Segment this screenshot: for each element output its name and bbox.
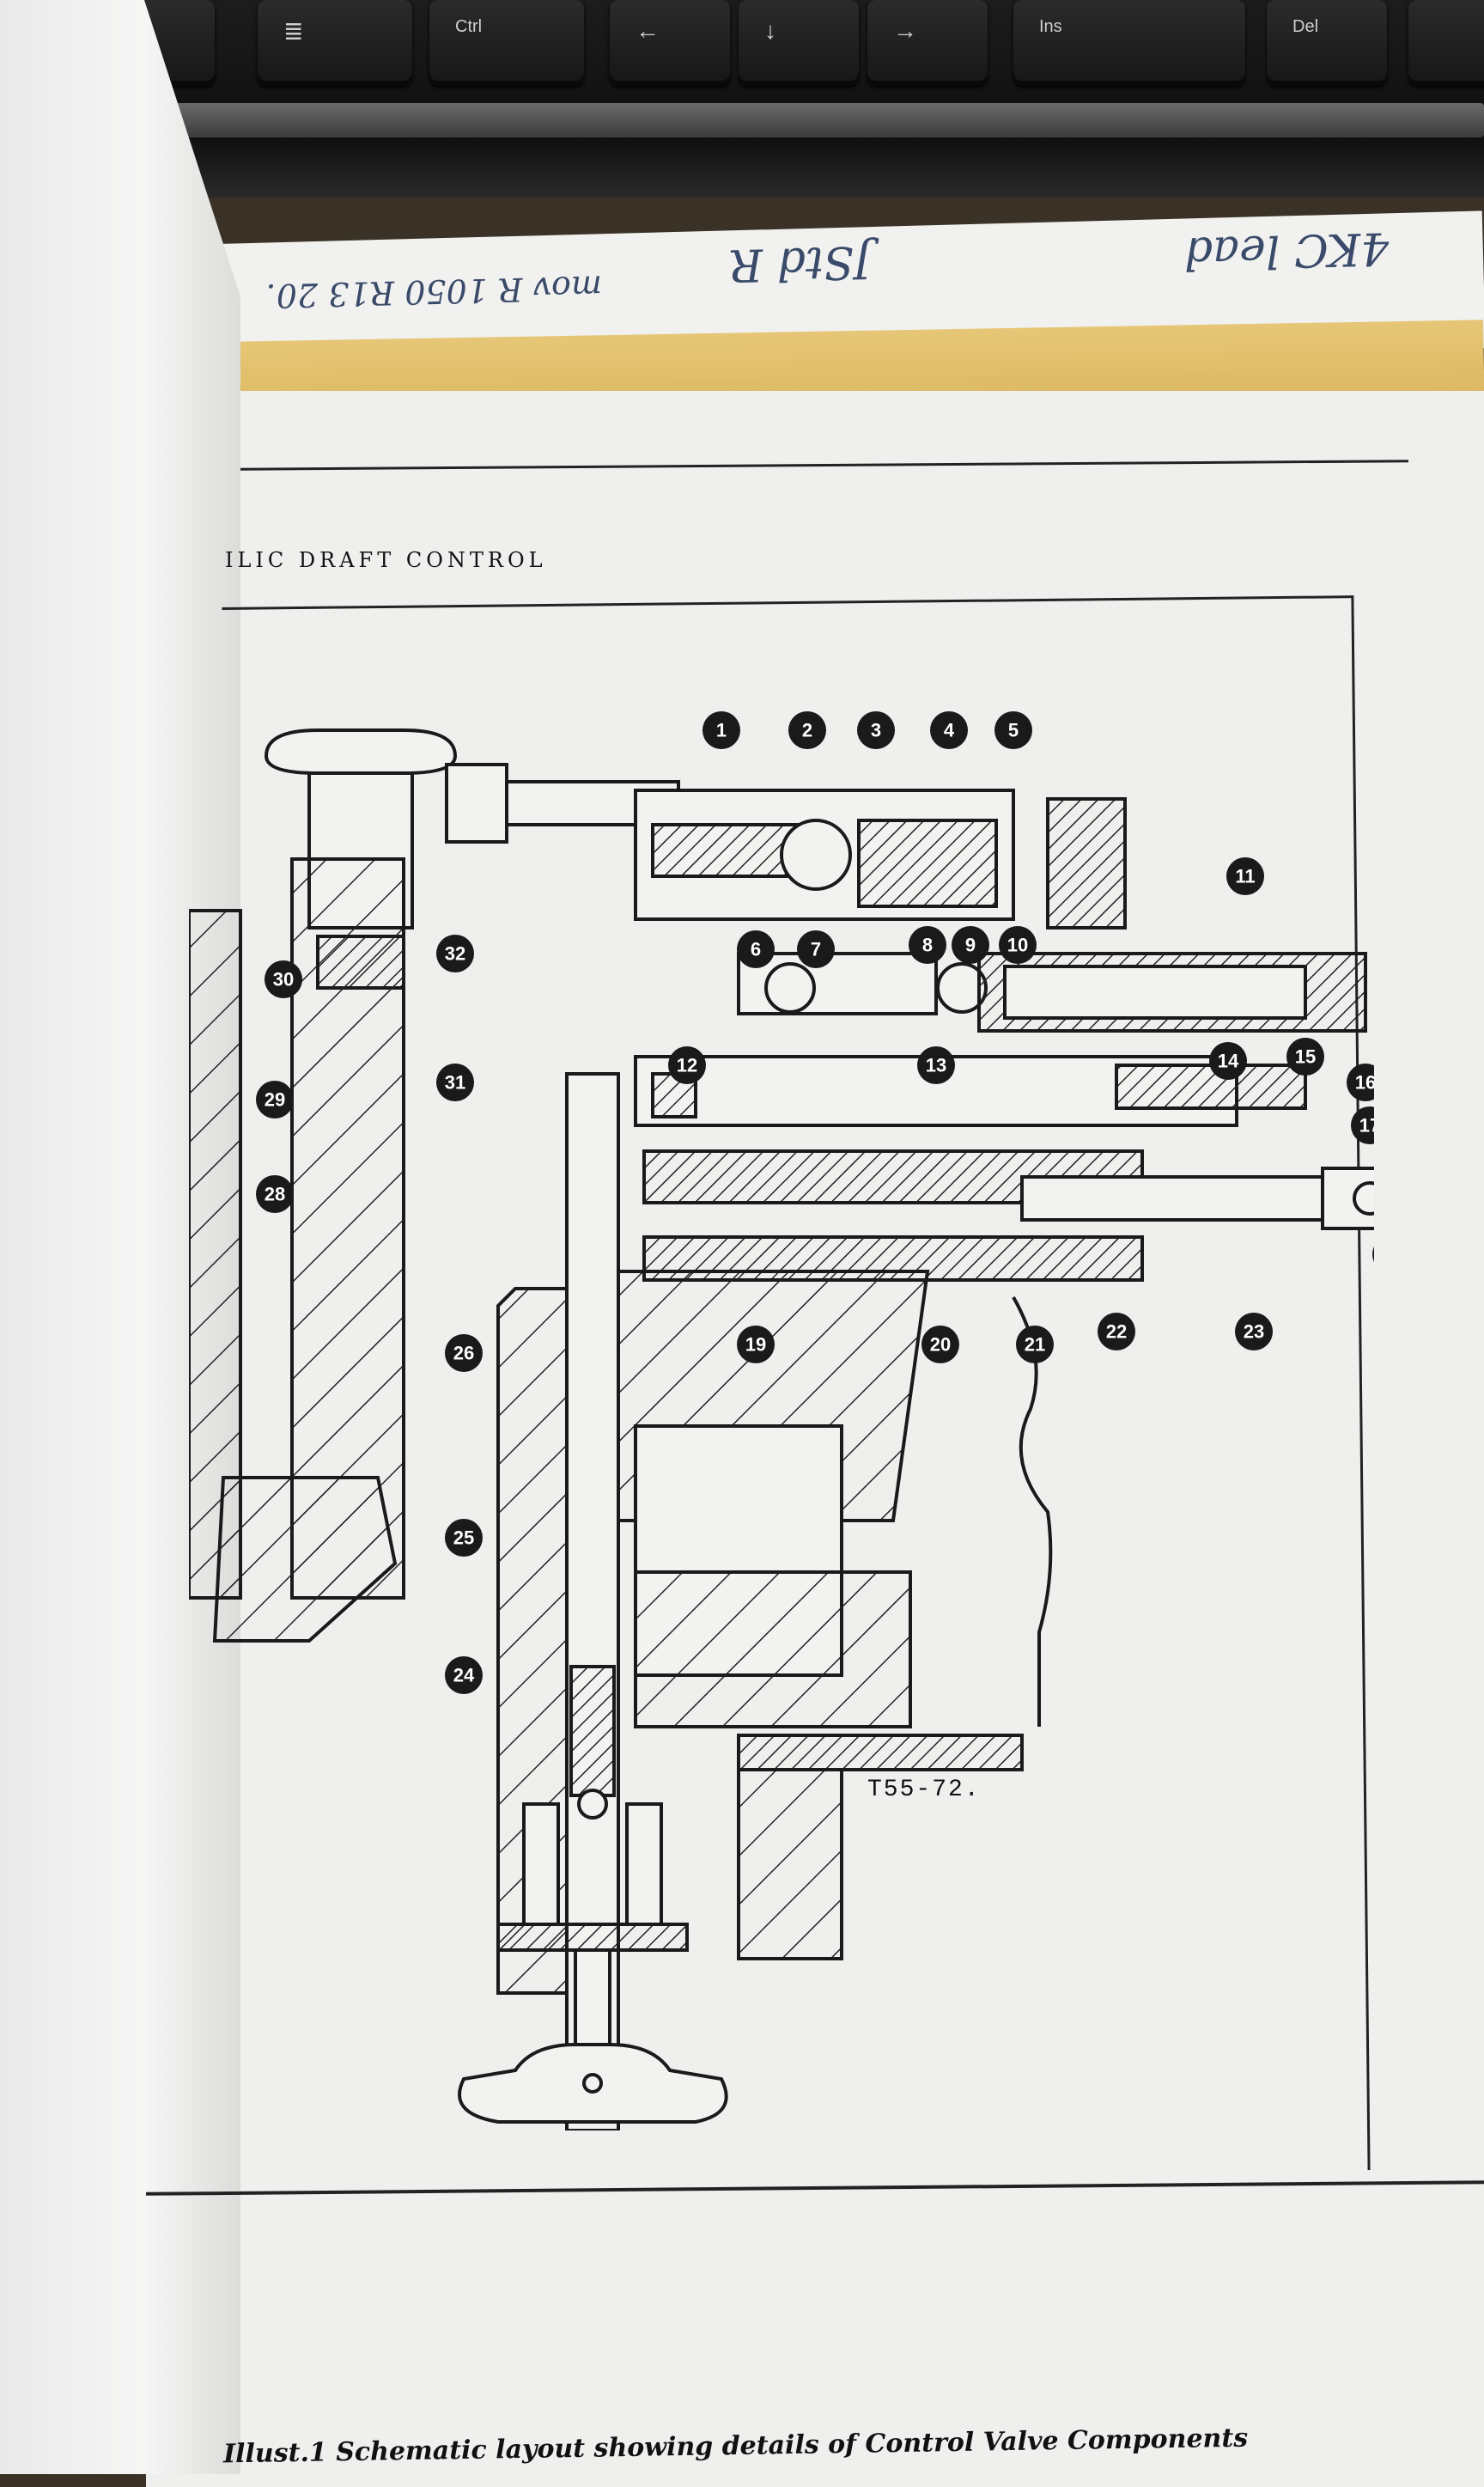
callout-18: 18 [1372,1246,1374,1263]
valve-schematic: 1 2 3 4 5 6 7 8 9 10 11 12 13 14 15 16 1… [189,711,1374,2130]
part-number: T55-72. [867,1777,981,1803]
keyboard: ⊞ ≣ Ctrl ← ↓ → Ins Del [0,0,1484,198]
callout-20: 20 [921,1326,959,1363]
callout-4: 4 [930,711,968,749]
callout-25: 25 [445,1519,483,1557]
callout-2: 2 [788,711,826,749]
note-line-3: 4KC lead [1183,222,1390,279]
svg-text:28: 28 [265,1184,285,1205]
right-arrow-key: → [867,0,988,86]
svg-text:4: 4 [944,720,955,741]
callout-17: 17 [1351,1106,1374,1144]
svg-text:32: 32 [445,943,465,965]
svg-text:11: 11 [1235,866,1255,887]
svg-text:7: 7 [811,939,821,960]
callout-28: 28 [256,1175,294,1213]
callout-19: 19 [737,1326,775,1363]
callout-26: 26 [445,1334,483,1372]
del-key: Del [1267,0,1387,86]
svg-text:10: 10 [1007,935,1028,956]
callout-7: 7 [797,930,835,968]
callout-10: 10 [999,926,1037,964]
callout-1: 1 [702,711,740,749]
callout-3: 3 [857,711,895,749]
svg-text:24: 24 [453,1665,475,1686]
menu-key: ≣ [258,0,412,86]
svg-text:1: 1 [716,720,727,741]
note-line-2: JStd R [728,235,873,291]
svg-text:31: 31 [445,1072,465,1094]
svg-text:17: 17 [1359,1115,1374,1137]
svg-text:22: 22 [1106,1321,1127,1343]
callout-15: 15 [1286,1038,1324,1076]
svg-text:30: 30 [273,969,294,991]
callout-8: 8 [909,926,946,964]
extra-key [1408,0,1484,86]
menu-icon: ≣ [283,18,304,45]
svg-text:19: 19 [745,1334,766,1356]
svg-text:14: 14 [1218,1051,1239,1072]
callout-13: 13 [917,1046,955,1084]
svg-text:6: 6 [751,939,761,960]
svg-text:9: 9 [965,935,976,956]
callout-6: 6 [737,930,775,968]
callout-16: 16 [1347,1064,1374,1101]
callout-5: 5 [994,711,1032,749]
svg-text:21: 21 [1025,1334,1045,1356]
callout-24: 24 [445,1656,483,1694]
svg-text:5: 5 [1008,720,1019,741]
callout-21: 21 [1016,1326,1054,1363]
callout-23: 23 [1235,1313,1273,1350]
callout-group: 1 2 3 4 5 6 7 8 9 10 11 12 13 14 15 16 1… [256,711,1374,1694]
callout-31: 31 [436,1064,474,1101]
callout-30: 30 [265,960,302,998]
callout-12: 12 [668,1046,706,1084]
svg-text:23: 23 [1244,1321,1264,1343]
callout-14: 14 [1209,1042,1247,1080]
keyboard-frame [86,103,1484,137]
svg-text:16: 16 [1355,1072,1374,1094]
callout-11: 11 [1226,857,1264,895]
svg-text:13: 13 [926,1055,946,1076]
ins-key: Ins [1013,0,1245,86]
svg-text:12: 12 [677,1055,697,1076]
svg-text:26: 26 [453,1343,474,1364]
svg-text:15: 15 [1295,1046,1316,1068]
left-arrow-key: ← [610,0,730,86]
callout-22: 22 [1098,1313,1135,1350]
svg-text:25: 25 [453,1527,474,1549]
svg-text:2: 2 [802,720,812,741]
callout-9: 9 [952,926,989,964]
svg-text:8: 8 [922,935,933,956]
svg-text:20: 20 [930,1334,951,1356]
svg-text:29: 29 [265,1089,285,1111]
page-header: ILIC DRAFT CONTROL [225,548,547,572]
callout-29: 29 [256,1081,294,1119]
callout-32: 32 [436,935,474,972]
note-line-1: mov R 1050 R13 20. [265,268,603,315]
ctrl-key: Ctrl [429,0,584,86]
svg-text:3: 3 [871,720,881,741]
down-arrow-key: ↓ [739,0,859,86]
